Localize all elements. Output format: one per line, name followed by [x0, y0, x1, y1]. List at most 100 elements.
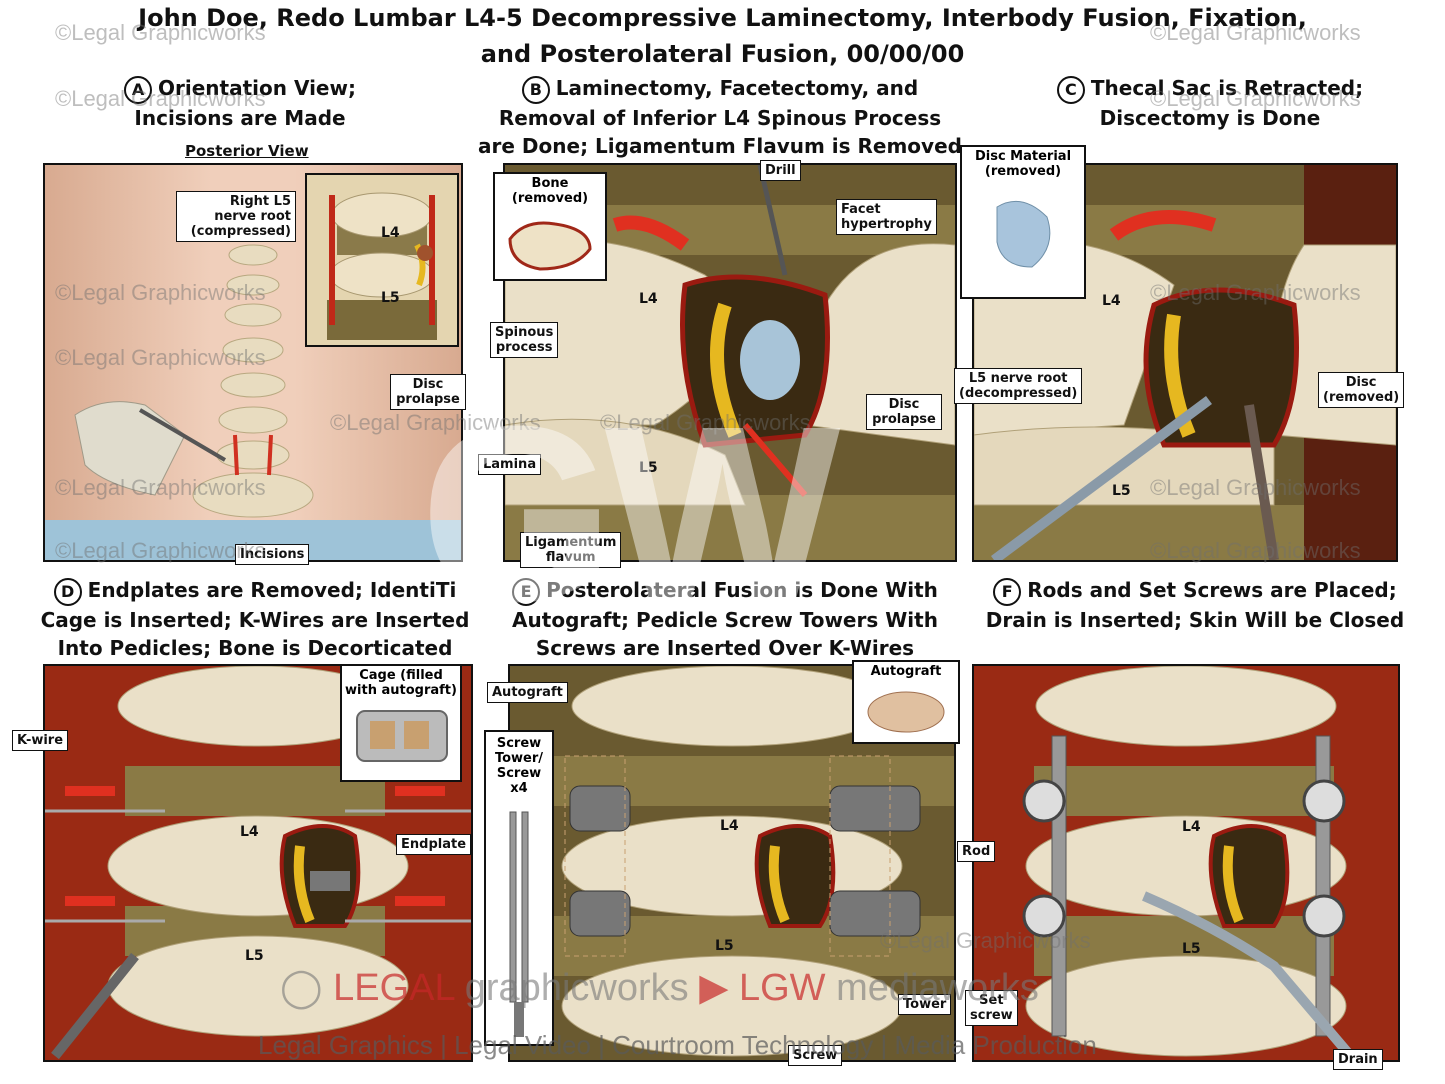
panel-e-title-line2: Autograft; Pedicle Screw Towers With	[512, 607, 938, 632]
autograft-icon	[867, 691, 945, 733]
panel-c-title-line2: Discectomy is Done	[1099, 105, 1321, 130]
panel-a-label-incisions: Incisions	[235, 544, 310, 565]
disc-material-icon	[996, 200, 1051, 268]
panel-e-l4: L4	[720, 818, 739, 834]
panel-c-title-line1: Thecal Sac is Retracted;	[1090, 76, 1364, 100]
footer-legal: LEGAL	[333, 967, 455, 1009]
panel-a-l5: L5	[381, 290, 400, 306]
panel-b-label-ligamentum: Ligamentum flavum	[520, 532, 622, 568]
panel-b-label-disc: Disc prolapse	[866, 394, 942, 430]
panel-d-label-kwire: K-wire	[12, 730, 69, 751]
panel-e-title-line1: Posterolateral Fusion is Done With	[546, 578, 938, 602]
bone-fragment-icon	[508, 221, 592, 271]
panel-e-tower-box: Screw Tower/ Screw x4	[484, 730, 554, 1046]
panel-e-label-tower-box: Screw Tower/ Screw x4	[494, 736, 544, 796]
panel-a-illustration: L4 L5	[43, 163, 463, 562]
watermark: ©Legal Graphicworks	[880, 928, 1091, 953]
panel-b-illustration: L4 L5	[503, 163, 957, 562]
page-title-line2: and Posterolateral Fusion, 00/00/00	[480, 40, 965, 68]
panel-f-label-rod: Rod	[957, 841, 996, 862]
panel-a-label-disc: Disc prolapse	[390, 374, 466, 410]
panel-e-label-autograft-left: Autograft	[487, 682, 568, 703]
panel-b-title-line1: Laminectomy, Facetectomy, and	[555, 76, 919, 100]
panel-b-l5: L5	[639, 460, 658, 476]
panel-e-letter: E	[512, 577, 541, 606]
panel-c-label-disc-material: Disc Material (removed)	[974, 149, 1072, 179]
panel-e-drawing	[510, 666, 954, 1057]
panel-a-label-nerve: Right L5 nerve root (compressed)	[176, 191, 296, 242]
watermark: ©Legal Graphicworks	[330, 410, 541, 435]
panel-b-label-spinous: Spinous process	[490, 322, 559, 358]
watermark: ©Legal Graphicworks	[55, 345, 266, 370]
panel-e-illustration: L4 L5	[508, 664, 956, 1062]
panel-c-letter: C	[1056, 75, 1085, 104]
panel-e-label-autograft-box: Autograft	[870, 664, 942, 679]
panel-d-letter: D	[53, 577, 82, 606]
panel-d-l5: L5	[245, 948, 264, 964]
panel-c-l5: L5	[1112, 483, 1131, 499]
watermark: ©Legal Graphicworks	[55, 86, 266, 111]
panel-d-l4: L4	[240, 824, 259, 840]
panel-a-subhead: Posterior View	[185, 142, 309, 160]
panel-c-label-nerve: L5 nerve root (decompressed)	[954, 368, 1083, 404]
panel-c-label-disc: Disc (removed)	[1318, 372, 1405, 408]
panel-e-l5: L5	[715, 938, 734, 954]
panel-a-letter: A	[124, 75, 153, 104]
panel-b-bone-box: Bone (removed)	[493, 172, 607, 281]
panel-c-l4: L4	[1102, 293, 1121, 309]
watermark: ©Legal Graphicworks	[55, 475, 266, 500]
panel-b-title-line2: Removal of Inferior L4 Spinous Process	[498, 105, 942, 130]
panel-c-disc-material-box: Disc Material (removed)	[960, 145, 1086, 299]
panel-f-title-line1: Rods and Set Screws are Placed;	[1027, 578, 1397, 602]
play-icon: ▶	[699, 967, 739, 1009]
panel-d-title-line1: Endplates are Removed; IdentiTi	[87, 578, 457, 602]
panel-d-cage-box: Cage (filled with autograft)	[340, 664, 462, 782]
panel-e-autograft-box: Autograft	[852, 660, 960, 744]
panel-d-title-line3: Into Pedicles; Bone is Decorticated	[57, 635, 453, 660]
panel-d-title-line2: Cage is Inserted; K-Wires are Inserted	[40, 607, 470, 632]
watermark: ©Legal Graphicworks	[1150, 475, 1361, 500]
footer-tagline: Legal Graphics | Legal Video | Courtroom…	[258, 1030, 1097, 1060]
watermark: ©Legal Graphicworks	[600, 410, 811, 435]
footer-lgw: LGW	[738, 967, 826, 1009]
page-title-line1: John Doe, Redo Lumbar L4-5 Decompressive…	[138, 4, 1307, 32]
panel-f-drawing	[1022, 666, 1358, 1060]
watermark: ©Legal Graphicworks	[1150, 538, 1361, 563]
watermark: ©Legal Graphicworks	[1150, 86, 1361, 111]
watermark: ©Legal Graphicworks	[55, 538, 266, 563]
panel-f-label-drain: Drain	[1333, 1049, 1383, 1070]
footer-graphicworks: graphicworks	[454, 967, 689, 1009]
panel-f-l4: L4	[1182, 819, 1201, 835]
panel-a-l4: L4	[381, 225, 400, 241]
panel-b-letter: B	[521, 75, 550, 104]
panel-e-title-line3: Screws are Inserted Over K-Wires	[535, 635, 915, 660]
panel-e-label-screw: Screw	[788, 1045, 843, 1066]
cage-implant-icon	[356, 710, 448, 762]
panel-b-title-line3: are Done; Ligamentum Flavum is Removed	[478, 133, 962, 158]
watermark: ©Legal Graphicworks	[1150, 280, 1361, 305]
panel-b-drawing	[505, 165, 955, 560]
panel-b-label-lamina: Lamina	[478, 454, 542, 475]
panel-f-letter: F	[993, 577, 1022, 606]
footer-logo: ◯ LEGAL graphicworks ▶ LGW mediaworks	[280, 965, 1039, 1010]
panel-b-l4: L4	[639, 291, 658, 307]
panel-a-title-line1: Orientation View;	[158, 76, 356, 100]
watermark: ©Legal Graphicworks	[1150, 20, 1361, 45]
panel-b-label-bone: Bone (removed)	[511, 176, 589, 206]
gw-watermark-logo: GW	[420, 374, 840, 653]
panel-a-inset-drawing	[307, 175, 457, 345]
panel-f-label-setscrew: Set screw	[965, 990, 1018, 1026]
panel-e-label-tower: Tower	[898, 994, 952, 1015]
footer-mediaworks: mediaworks	[825, 967, 1039, 1009]
panel-b-label-drill: Drill	[760, 160, 801, 181]
screw-tower-icon	[509, 811, 529, 1037]
panel-b-label-facet: Facet hypertrophy	[836, 199, 937, 235]
watermark: ©Legal Graphicworks	[55, 280, 266, 305]
panel-a-title-line2: Incisions are Made	[134, 105, 346, 130]
panel-a-inset: L4 L5	[305, 173, 459, 347]
